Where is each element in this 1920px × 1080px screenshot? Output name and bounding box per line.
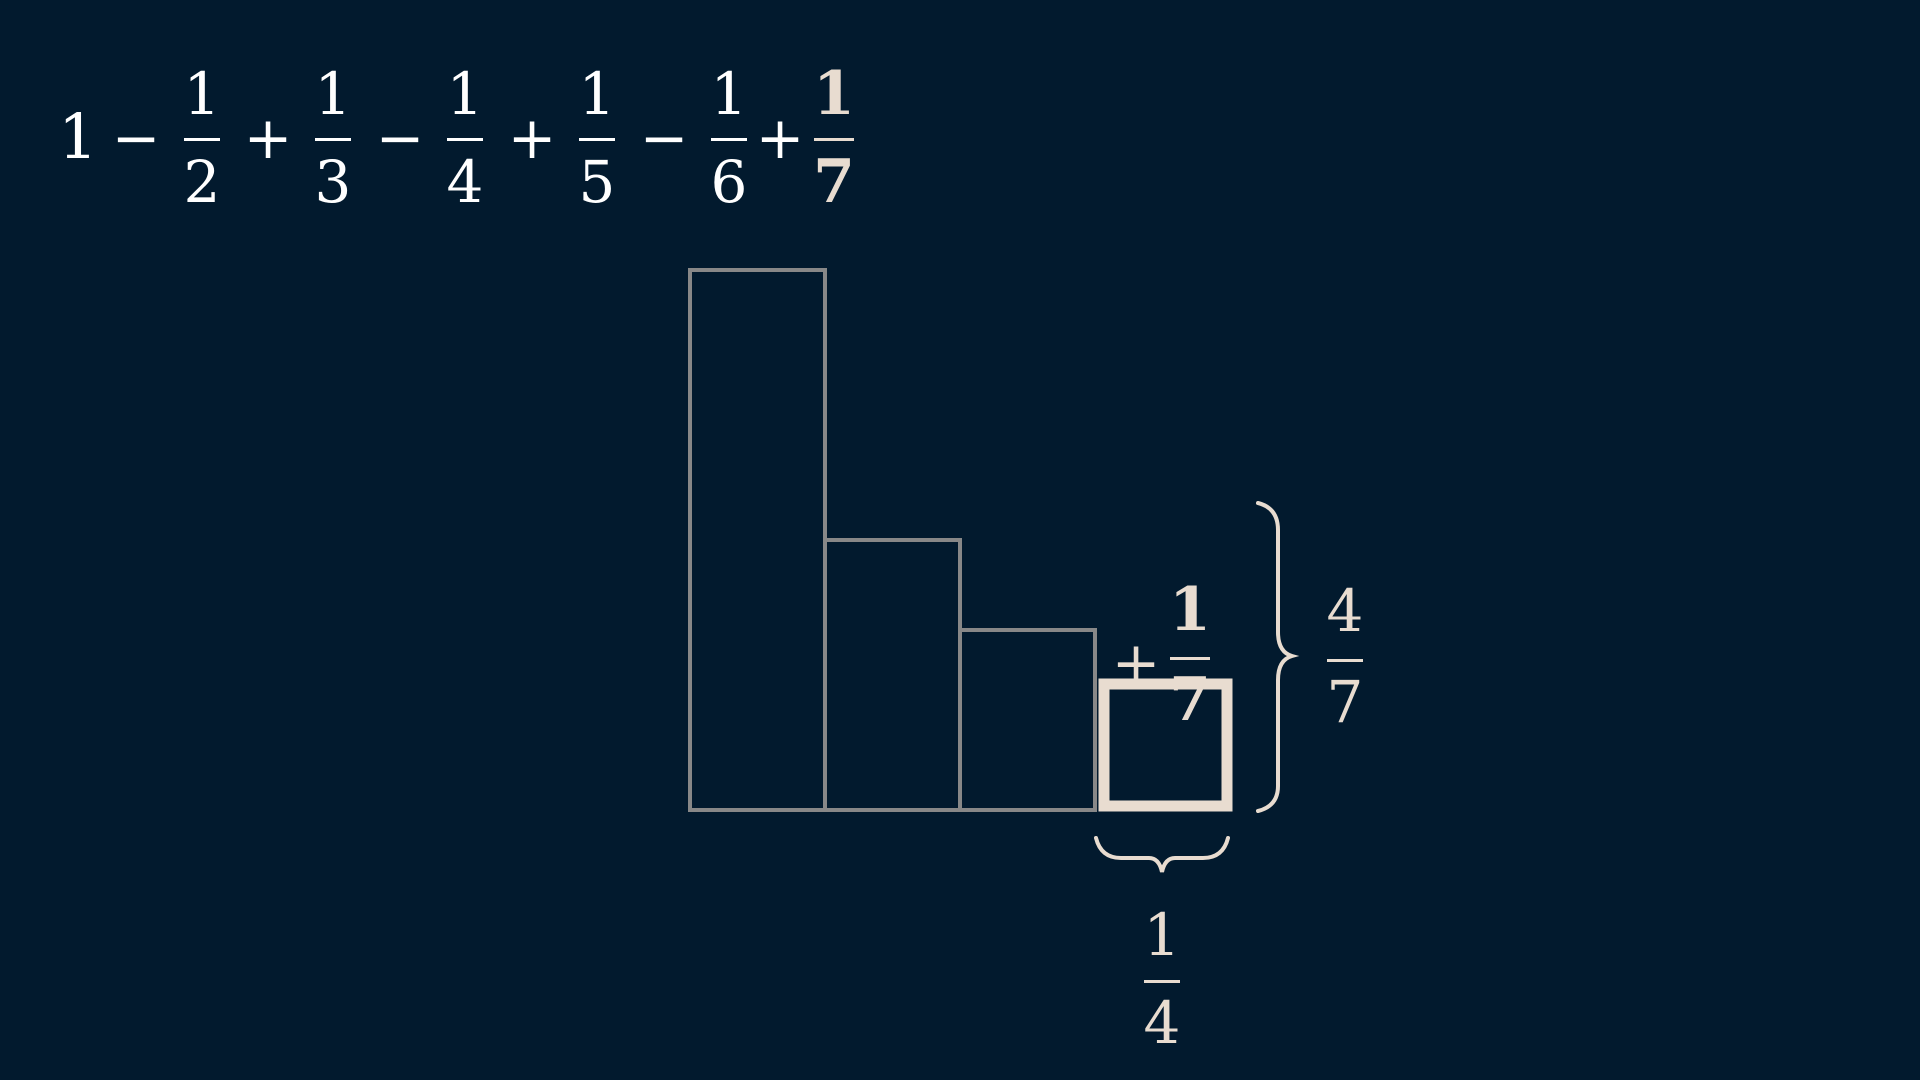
series-term-denominator: 6 <box>711 148 748 216</box>
series-term-numerator: 1 <box>315 60 352 128</box>
fraction-bar <box>711 138 747 141</box>
series-term: − 1 4 <box>376 60 484 216</box>
series-term-numerator: 1 <box>579 60 616 128</box>
fraction-bar <box>315 138 351 141</box>
series-term-sign: + <box>756 104 805 172</box>
width-label: 1 4 <box>1144 901 1181 1057</box>
series-term: + 1 5 <box>508 60 616 216</box>
fraction-bar <box>447 138 483 141</box>
series-term-denominator: 2 <box>184 148 221 216</box>
height-label: 4 7 <box>1327 577 1364 736</box>
highlight-bar-label-denominator: 7 <box>1169 665 1211 735</box>
series-term-denominator: 5 <box>579 148 616 216</box>
fraction-bar <box>1327 659 1363 662</box>
series-term: + 1 3 <box>244 60 352 216</box>
series-term-sign: − <box>376 104 425 172</box>
height-brace <box>1256 501 1300 813</box>
height-label-numerator: 4 <box>1327 577 1364 645</box>
fraction-bar <box>814 138 854 141</box>
series-term-denominator: 4 <box>447 148 484 216</box>
series-term-sign: + <box>244 104 293 172</box>
width-label-numerator: 1 <box>1144 901 1181 969</box>
bar <box>958 628 1097 812</box>
series-lead-term: 1 <box>58 100 97 173</box>
fraction-bar <box>1144 980 1180 983</box>
series-term-sign: − <box>640 104 689 172</box>
height-label-denominator: 7 <box>1327 668 1364 736</box>
fraction-bar <box>184 138 220 141</box>
series-term-sign: − <box>112 104 161 172</box>
width-brace <box>1094 836 1230 873</box>
highlight-bar-label: + 1 7 <box>1112 575 1211 735</box>
series-term-highlighted: + 1 7 <box>756 59 855 217</box>
series-expression: 1 − 1 2 + 1 3 − 1 4 + 1 5 − 1 <box>58 59 855 217</box>
series-term-numerator: 1 <box>813 59 855 129</box>
series-term-sign: + <box>508 104 557 172</box>
series-term-numerator: 1 <box>184 60 221 128</box>
width-label-denominator: 4 <box>1144 989 1181 1057</box>
series-term-denominator: 7 <box>813 147 855 217</box>
fraction-bar <box>1170 657 1210 660</box>
series-term-numerator: 1 <box>447 60 484 128</box>
highlight-bar-label-numerator: 1 <box>1169 575 1211 645</box>
series-term: − 1 2 <box>112 60 221 216</box>
series-term-denominator: 3 <box>315 148 352 216</box>
bars-group <box>688 268 1233 812</box>
bar-highlighted <box>1098 678 1233 812</box>
series-term: − 1 6 <box>640 60 748 216</box>
series-term-numerator: 1 <box>711 60 748 128</box>
highlight-bar-label-sign: + <box>1112 629 1161 697</box>
fraction-bar <box>579 138 615 141</box>
bar <box>823 538 962 812</box>
bar <box>688 268 827 812</box>
